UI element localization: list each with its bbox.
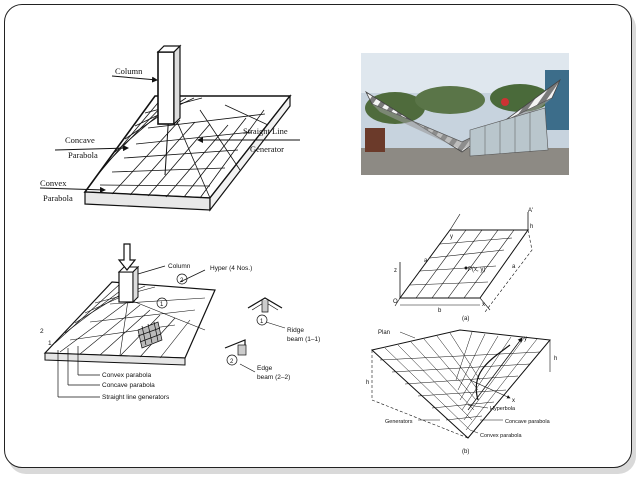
label-a-2: a (512, 264, 516, 270)
label-straight-line: Straight Line (243, 126, 288, 136)
label-concave: Concave (65, 135, 95, 145)
label-h-right: h (554, 356, 557, 362)
label-plan: Plan (378, 330, 390, 336)
label-edge: Edge (257, 365, 273, 372)
label-ridge-beam: beam (1–1) (287, 336, 320, 343)
label-convex-parabola-2: Convex parabola (102, 372, 152, 379)
hypar-3d-diagram-b: Plan y x h h Hyperbola Generators Concav… (366, 329, 557, 455)
label-num-1: 1 (48, 340, 52, 347)
label-convex-parabola: Parabola (43, 193, 73, 203)
caption-b: (b) (462, 449, 469, 455)
label-z-axis: z (394, 268, 397, 274)
label-concave-parabola-b: Concave parabola (505, 419, 551, 425)
label-y-b: y (524, 336, 527, 342)
label-hyper: Hyper (4 Nos.) (210, 265, 252, 272)
hypar-canopy-photo (361, 53, 569, 175)
label-x-b: x (512, 398, 515, 404)
label-concave-parabola: Parabola (68, 150, 98, 160)
label-y-axis: y (450, 234, 453, 240)
hypar-coordinate-diagram-a: A' y z x O h a a b P(x, y) (a) (393, 208, 533, 322)
label-column: Column (115, 66, 143, 76)
label-hyperbola: Hyperbola (490, 406, 516, 412)
label-circle-1: 1 (160, 302, 164, 308)
label-generator: Generator (250, 144, 284, 154)
label-point: P(x, y) (468, 267, 485, 273)
label-circle-2: 2 (180, 278, 184, 284)
label-num-2: 2 (40, 328, 44, 335)
label-a-1: a (424, 258, 428, 264)
label-b: b (438, 308, 442, 314)
label-a-prime: A' (528, 208, 533, 214)
label-column-2: Column (168, 263, 191, 270)
label-origin: O (393, 299, 398, 305)
label-edge-beam: beam (2–2) (257, 374, 290, 381)
label-x-axis: x (482, 302, 485, 308)
hyper-roof-plan-diagram: Column 2 Hyper (4 Nos.) 1 2 1 Convex par… (40, 243, 320, 401)
label-ridge: Ridge (287, 327, 304, 334)
label-ridge-circle: 1 (260, 319, 264, 325)
label-h-left: h (366, 380, 369, 386)
label-convex: Convex (40, 178, 67, 188)
caption-a: (a) (462, 316, 469, 322)
hypar-roof-diagram: Column Concave Parabola Convex Parabola … (39, 44, 300, 212)
label-straight-line-generators: Straight line generators (102, 394, 170, 401)
label-edge-circle: 2 (230, 359, 234, 365)
label-h: h (530, 224, 533, 230)
column-shape (157, 51, 175, 125)
label-convex-parabola-b: Convex parabola (480, 433, 523, 439)
label-concave-parabola-2: Concave parabola (102, 382, 155, 389)
label-generators: Generators (385, 419, 413, 425)
